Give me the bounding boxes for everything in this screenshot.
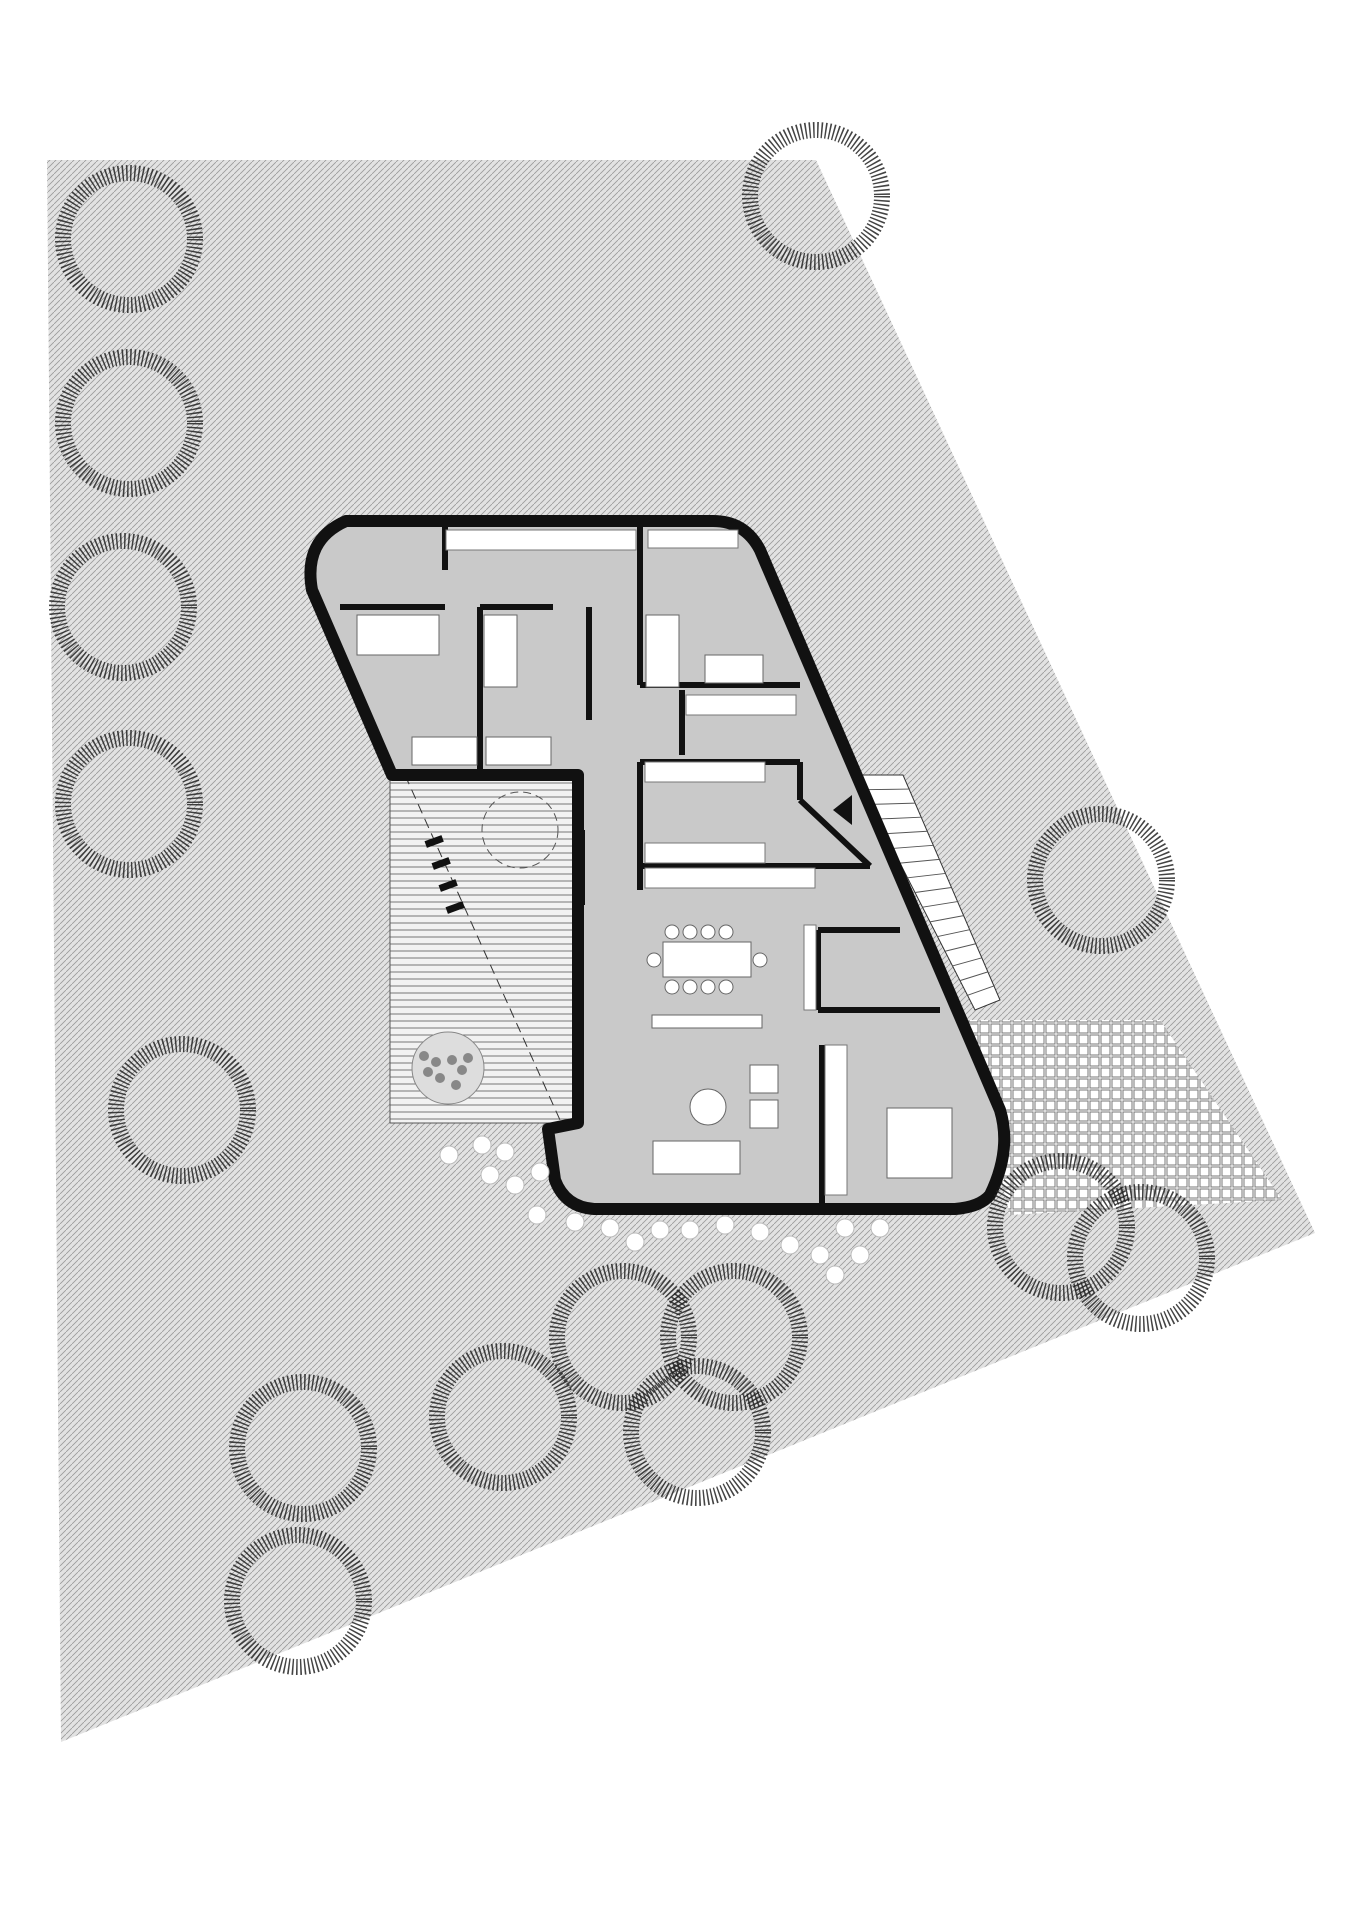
stair-step (862, 788, 910, 791)
stepping-stone (625, 1232, 645, 1252)
double-bed (886, 1107, 953, 1179)
tree-canopy-icon (55, 730, 203, 878)
stepping-stone (825, 1265, 845, 1285)
furniture (356, 614, 953, 1179)
stair-step (884, 830, 928, 835)
coffee-table (689, 1088, 727, 1126)
stair-step (907, 872, 946, 879)
stair-step (899, 858, 940, 864)
stair-step (944, 943, 976, 952)
trees (49, 122, 1215, 1675)
stair-steps (862, 788, 995, 996)
sofa (652, 1140, 741, 1175)
tree-canopy-icon (229, 1374, 377, 1522)
stepping-stone (780, 1235, 800, 1255)
wardrobes (445, 529, 848, 1196)
desk (485, 736, 552, 766)
tree-canopy-icon (660, 1263, 808, 1411)
bed (645, 614, 680, 688)
armchair (749, 1099, 779, 1129)
stepping-stone (835, 1218, 855, 1238)
stair-step (877, 816, 922, 820)
armchair (749, 1064, 779, 1094)
kitchen-island (651, 1014, 763, 1029)
chair (646, 952, 662, 968)
stepping-stone (472, 1135, 492, 1155)
planter (411, 1031, 485, 1105)
planter-shrubs (419, 1051, 473, 1090)
chair (700, 979, 716, 995)
entrance-arrow-icon (833, 795, 852, 825)
chair (664, 924, 680, 940)
stair-step (967, 985, 995, 996)
stepping-stone (810, 1245, 830, 1265)
desk (704, 654, 764, 684)
stair-step (892, 844, 934, 849)
stepping-stone (600, 1218, 620, 1238)
dining-table (662, 941, 752, 978)
tree-canopy-icon (49, 533, 197, 681)
stair-step (922, 901, 958, 908)
stair-step (937, 929, 970, 938)
stepping-stone (439, 1145, 459, 1165)
tree-canopy-icon (55, 165, 203, 313)
chair (718, 924, 734, 940)
bed (483, 614, 518, 688)
stair-step (959, 971, 989, 982)
stepping-stone (480, 1165, 500, 1185)
stair-step (914, 887, 952, 893)
chair (682, 924, 698, 940)
stepping-stones (439, 1135, 890, 1285)
stepping-stone (505, 1175, 525, 1195)
tree-canopy-icon (742, 122, 890, 270)
interior-walls (340, 521, 940, 1209)
desk (411, 736, 478, 766)
tree-canopy-icon (55, 349, 203, 497)
sun-loungers (424, 835, 465, 914)
tree-canopy-icon (429, 1343, 577, 1491)
bed (356, 614, 440, 656)
stepping-stone (530, 1162, 550, 1182)
terrace-table-outline (481, 791, 559, 869)
dining-chairs (646, 924, 768, 995)
tree-canopy-icon (549, 1263, 697, 1411)
chair (718, 979, 734, 995)
stepping-stone (650, 1220, 670, 1240)
chair (664, 979, 680, 995)
stair-step (952, 957, 982, 967)
chair (682, 979, 698, 995)
tree-canopy-icon (1067, 1184, 1215, 1332)
tree-canopy-icon (108, 1036, 256, 1184)
stepping-stone (750, 1222, 770, 1242)
chair (700, 924, 716, 940)
stepping-stone (870, 1218, 890, 1238)
tree-canopy-icon (987, 1153, 1135, 1301)
stair-step (929, 915, 964, 923)
stepping-stone (715, 1215, 735, 1235)
chair (752, 952, 768, 968)
stepping-stone (850, 1245, 870, 1265)
stepping-stone (527, 1205, 547, 1225)
stepping-stone (495, 1142, 515, 1162)
stepping-stone (565, 1212, 585, 1232)
stepping-stone (680, 1220, 700, 1240)
stair-step (869, 802, 916, 805)
tree-canopy-icon (1027, 806, 1175, 954)
tree-canopy-icon (224, 1527, 372, 1675)
tree-canopy-icon (623, 1358, 771, 1506)
